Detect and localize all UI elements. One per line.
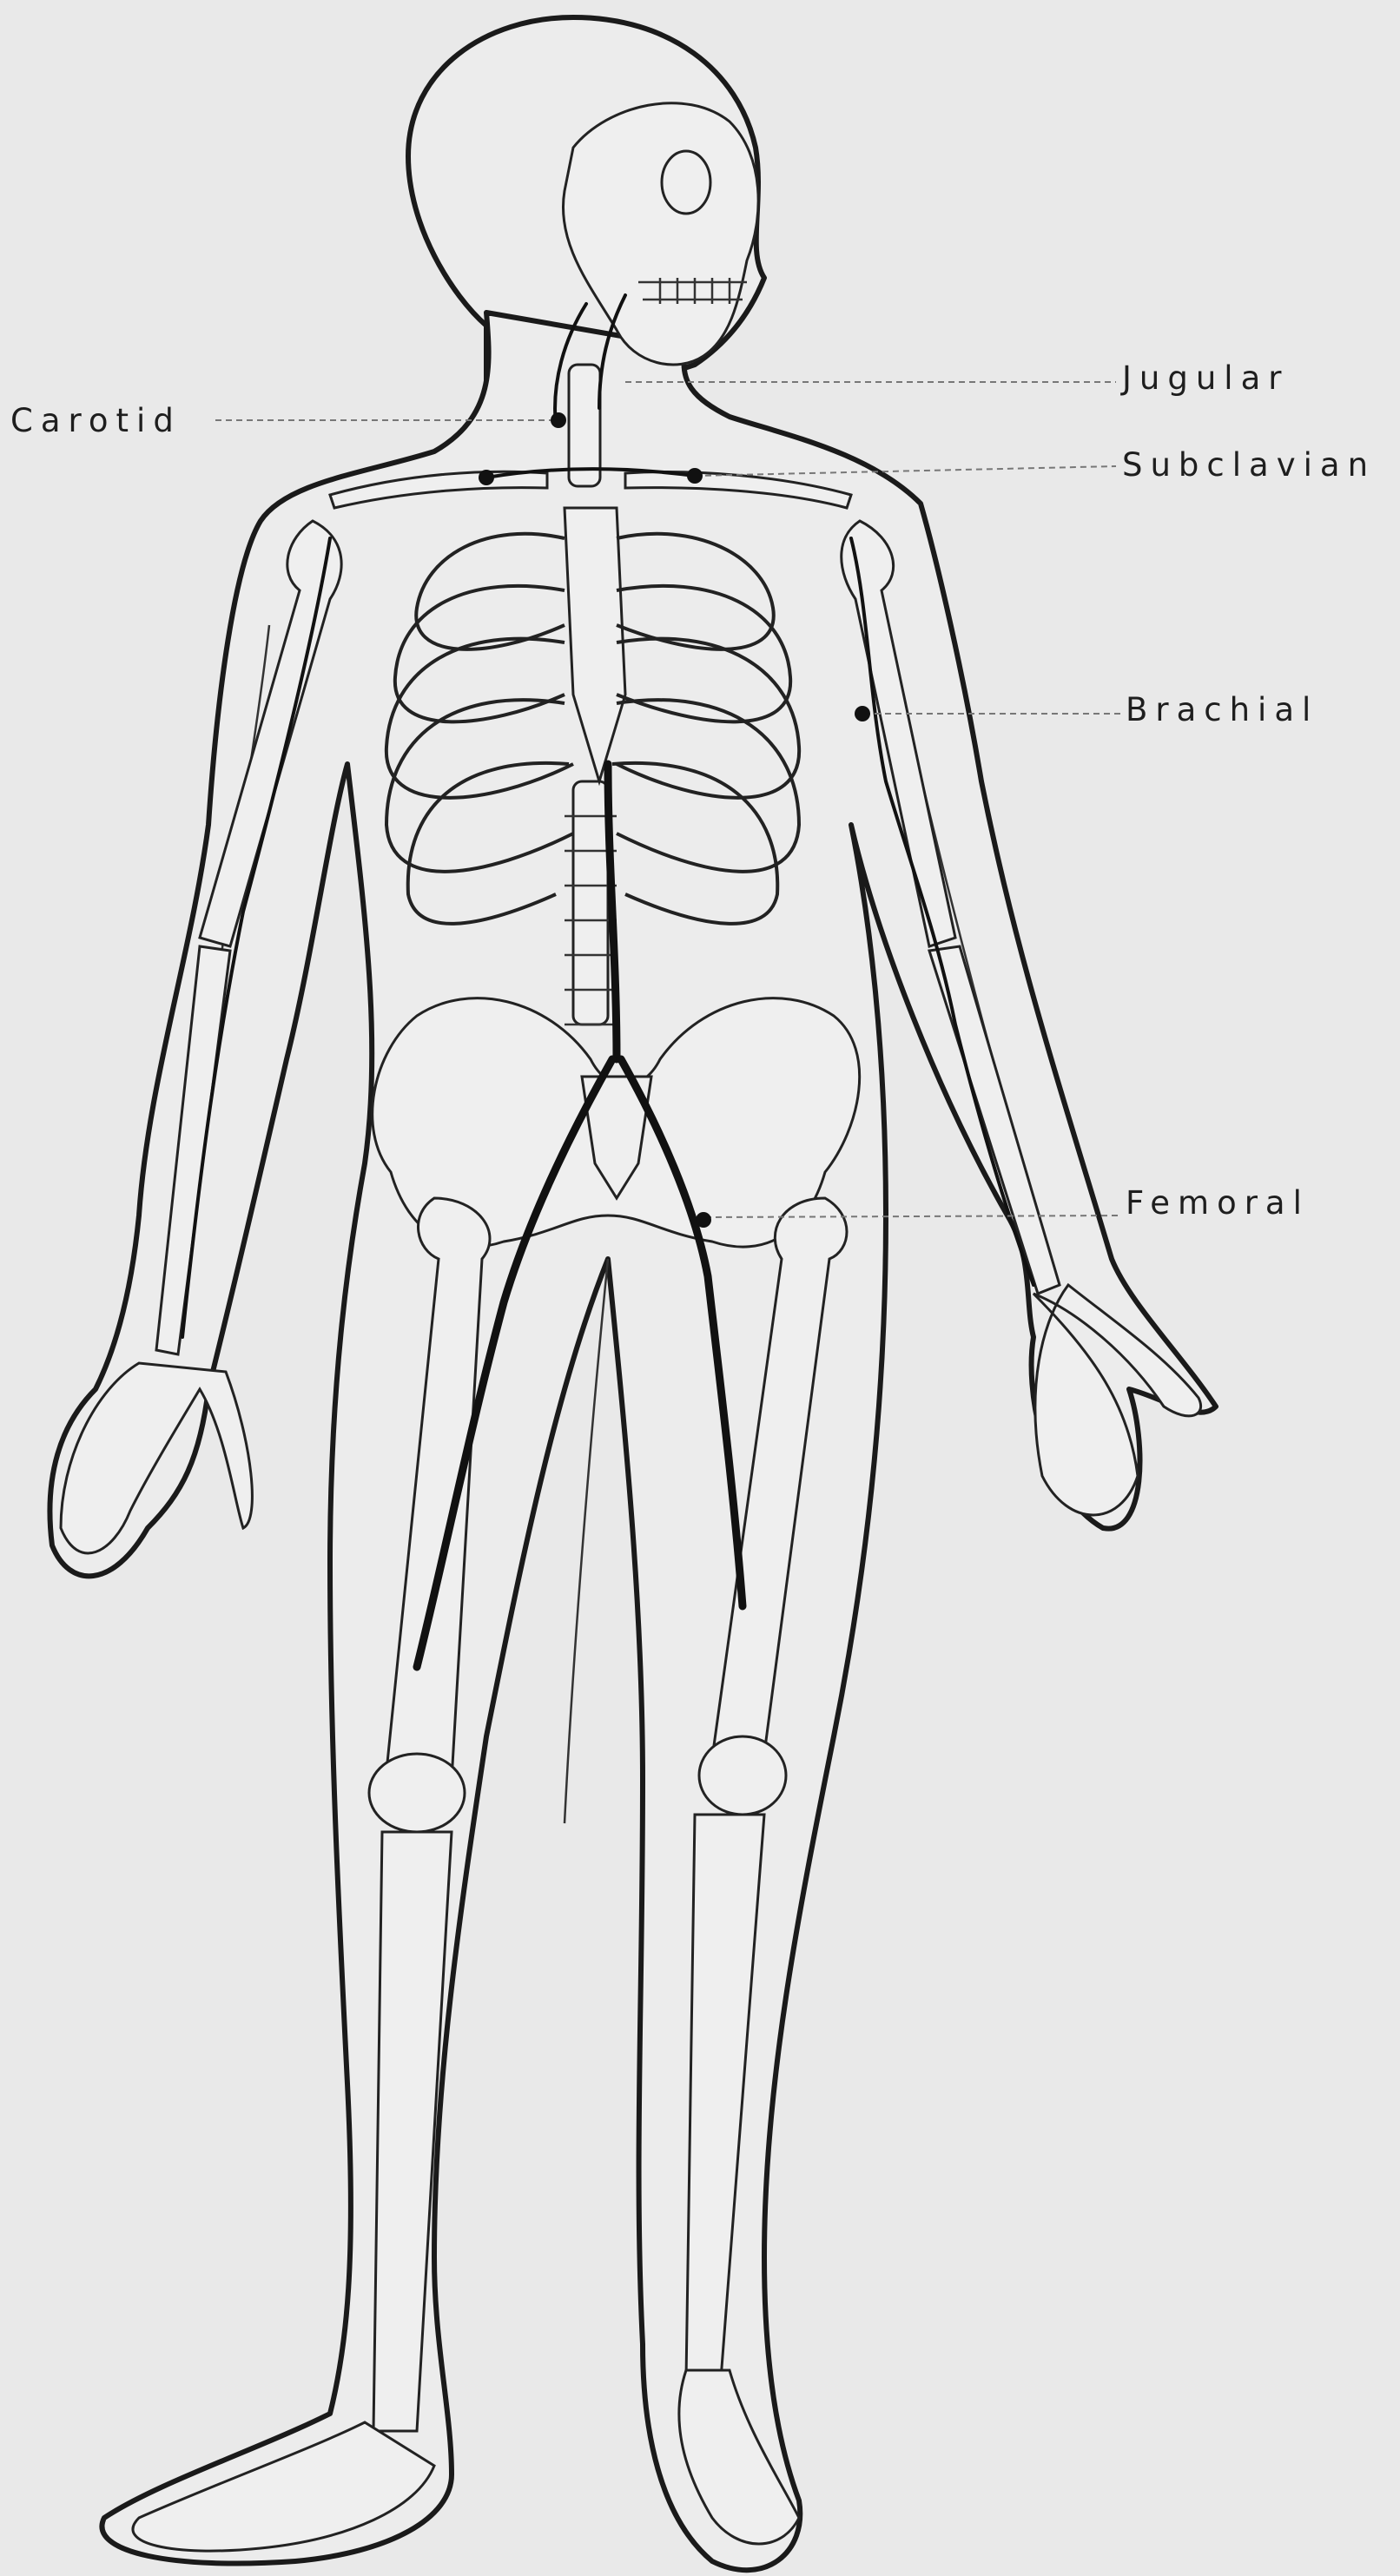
label-carotid: Carotid <box>10 402 182 439</box>
carotid-dot <box>551 412 566 428</box>
subclavian-dot-left <box>479 470 494 485</box>
label-jugular: Jugular <box>1120 359 1289 397</box>
subclavian-dot-right <box>687 468 703 484</box>
label-femoral: Femoral <box>1126 1184 1310 1222</box>
brachial-dot <box>855 706 870 721</box>
right-kneecap <box>699 1736 786 1815</box>
femoral-dot <box>696 1212 711 1228</box>
left-hand <box>61 1363 252 1553</box>
label-subclavian: Subclavian <box>1122 446 1376 484</box>
left-kneecap <box>369 1754 465 1832</box>
label-brachial: Brachial <box>1126 691 1318 728</box>
eye-socket <box>662 151 710 214</box>
